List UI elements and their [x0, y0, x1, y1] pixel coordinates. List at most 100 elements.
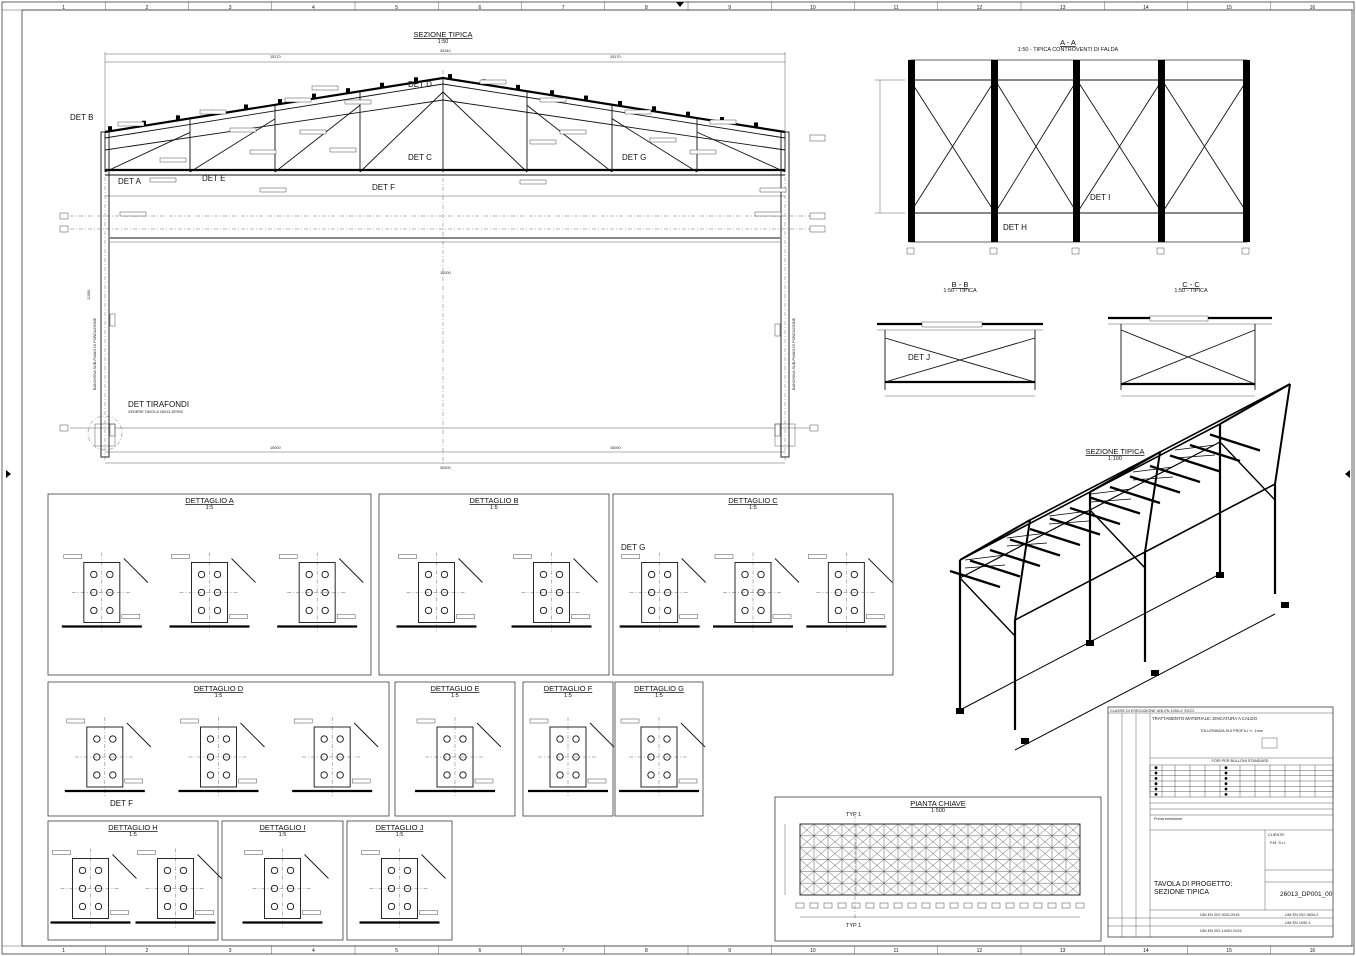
svg-text:30340: 30340	[440, 49, 451, 53]
det-d-tag: DET D	[408, 80, 432, 89]
cert-1: UNI EN ISO 9001:2015	[1200, 913, 1239, 917]
grid-column-label-bottom: 8	[645, 948, 648, 954]
cert-4: UNI EN ISO 3834-2	[1285, 913, 1318, 917]
grid-column-label: 6	[478, 5, 481, 11]
grid-column-label-bottom: 6	[478, 948, 481, 954]
svg-text:BANCHINA SUB-PIANO DI FONDAZIO: BANCHINA SUB-PIANO DI FONDAZIONE	[792, 317, 796, 390]
grid-column-label: 15	[1226, 5, 1232, 11]
main-section-title: SEZIONE TIPICA	[413, 30, 472, 39]
det-h-tag: DET H	[1003, 223, 1027, 232]
bolts-header: FORI PER BULLONI STANDARD	[1212, 759, 1269, 763]
detail-scale: 1:5	[206, 505, 214, 511]
grid-column-label: 16	[1310, 5, 1316, 11]
tolerance-note: TOLLERANZA SUI PROFILI +/- 1mm	[1200, 729, 1263, 733]
key-plan-tag-top: TYP 1	[846, 812, 861, 818]
drawing-number: 26013_DP001_00	[1280, 891, 1333, 898]
det-e-tag: DET E	[202, 174, 225, 183]
profile-labels	[109, 79, 787, 437]
section-bb-view: B - B 1:50 - TIPICA DET J	[877, 280, 1043, 397]
inner-frame	[21, 9, 1353, 947]
grid-column-label-bottom: 16	[1310, 948, 1316, 954]
det-g-tag: DET G	[622, 153, 646, 162]
cert-2: UNI EN 1090-1	[1285, 921, 1311, 925]
grid-column-label: 8	[645, 5, 648, 11]
det-tirafondi-tag: DET TIRAFONDI	[128, 400, 189, 409]
det-j-tag: DET J	[908, 353, 930, 362]
detail-scale: 1:5	[279, 832, 287, 838]
detail-panel-i: DETTAGLIO I1:5	[221, 820, 344, 941]
svg-text:30000: 30000	[440, 466, 451, 470]
grid-column-label: 7	[562, 5, 565, 11]
grid-column-label-bottom: 7	[562, 948, 565, 954]
detail-panel-j: DETTAGLIO J1:5	[346, 820, 453, 941]
detail-title: DETTAGLIO D	[194, 684, 244, 693]
svg-text:15170: 15170	[610, 55, 621, 59]
det-b-tag: DET B	[70, 113, 93, 122]
detail-panel-a: DETTAGLIO A1:5	[47, 493, 372, 676]
grid-column-label: 9	[728, 5, 731, 11]
svg-text:10000: 10000	[440, 271, 451, 275]
grid-column-label-bottom: 4	[312, 948, 315, 954]
grid-column-label-bottom: 5	[395, 948, 398, 954]
detail-scale: 1:5	[451, 693, 459, 699]
grid-column-label-bottom: 11	[894, 948, 899, 954]
svg-text:15170: 15170	[270, 55, 281, 59]
detail-ref-tag: DET F	[110, 799, 133, 808]
grid-column-label: 5	[395, 5, 398, 11]
svg-text:15000: 15000	[610, 446, 621, 450]
key-plan-tag-bottom: TYP 1	[846, 923, 861, 929]
grid-column-label: 10	[810, 5, 816, 11]
svg-text:15000: 15000	[270, 446, 281, 450]
detail-title: DETTAGLIO E	[430, 684, 479, 693]
section-aa-view: A - A 1:50 - TIPICA CONTROVENTI DI FALDA…	[875, 38, 1250, 255]
key-plan-title: PIANTA CHIAVE	[910, 799, 966, 808]
grid-column-label: 13	[1060, 5, 1066, 11]
detail-title: DETTAGLIO J	[376, 823, 424, 832]
detail-panel-e: DETTAGLIO E1:5	[394, 681, 516, 817]
detail-scale: 1:5	[749, 505, 757, 511]
detail-title: DETTAGLIO H	[108, 823, 157, 832]
svg-text:BANCHINA SUB-PIANO DI FONDAZIO: BANCHINA SUB-PIANO DI FONDAZIONE	[93, 317, 97, 390]
grid-column-label: 2	[145, 5, 148, 11]
detail-scale: 1:5	[129, 832, 137, 838]
truss-top-chord	[104, 76, 786, 134]
grid-column-label: 12	[977, 5, 983, 11]
section-cc-title: C - C	[1182, 280, 1200, 289]
grid-column-label-bottom: 13	[1060, 948, 1066, 954]
tirafondi-note: VEDERE TAVOLA 26013-DP002	[128, 410, 183, 414]
main-section-view: SEZIONE TIPICA 1:50	[59, 30, 826, 470]
svg-text:11000: 11000	[87, 290, 91, 300]
section-aa-scale: 1:50 - TIPICA CONTROVENTI DI FALDA	[1018, 47, 1119, 53]
tirafondi-detail-circle	[87, 415, 123, 451]
grid-column-label-bottom: 12	[977, 948, 983, 954]
detail-title: DETTAGLIO C	[728, 496, 778, 505]
grid-column-label: 14	[1143, 5, 1149, 11]
detail-panel-b: DETTAGLIO B1:5	[378, 493, 610, 676]
center-mark-left	[6, 470, 11, 478]
detail-panel-h: DETTAGLIO H1:5	[47, 820, 222, 941]
drawing-subtitle: SEZIONE TIPICA	[1154, 889, 1209, 896]
grid-column-label: 11	[894, 5, 899, 11]
client-label: CLIENTE:	[1268, 833, 1285, 837]
detail-title: DETTAGLIO A	[185, 496, 234, 505]
detail-ref-tag: DET G	[621, 543, 645, 552]
section-aa-title: A - A	[1060, 38, 1076, 47]
isometric-view: SEZIONE TIPICA 1:100	[949, 383, 1291, 751]
det-f-tag: DET F	[372, 183, 395, 192]
detail-title: DETTAGLIO G	[634, 684, 684, 693]
section-cc-view: C - C 1:50 - TIPICA	[1108, 280, 1272, 397]
det-c-tag: DET C	[408, 153, 432, 162]
grid-column-label-bottom: 1	[62, 948, 65, 954]
dimension-annotations: 15170 15170 30340 15000 15000 30000 1000…	[87, 49, 621, 470]
det-a-tag: DET A	[118, 177, 142, 186]
elevation-markers	[59, 134, 826, 432]
detail-scale: 1:5	[655, 693, 663, 699]
detail-scale: 1:5	[564, 693, 572, 699]
center-mark-right	[1345, 470, 1350, 478]
drawing-title: TAVOLA DI PROGETTO:	[1154, 881, 1232, 888]
grid-column-label-bottom: 2	[145, 948, 148, 954]
detail-panel-f: DETTAGLIO F1:5	[522, 681, 615, 817]
